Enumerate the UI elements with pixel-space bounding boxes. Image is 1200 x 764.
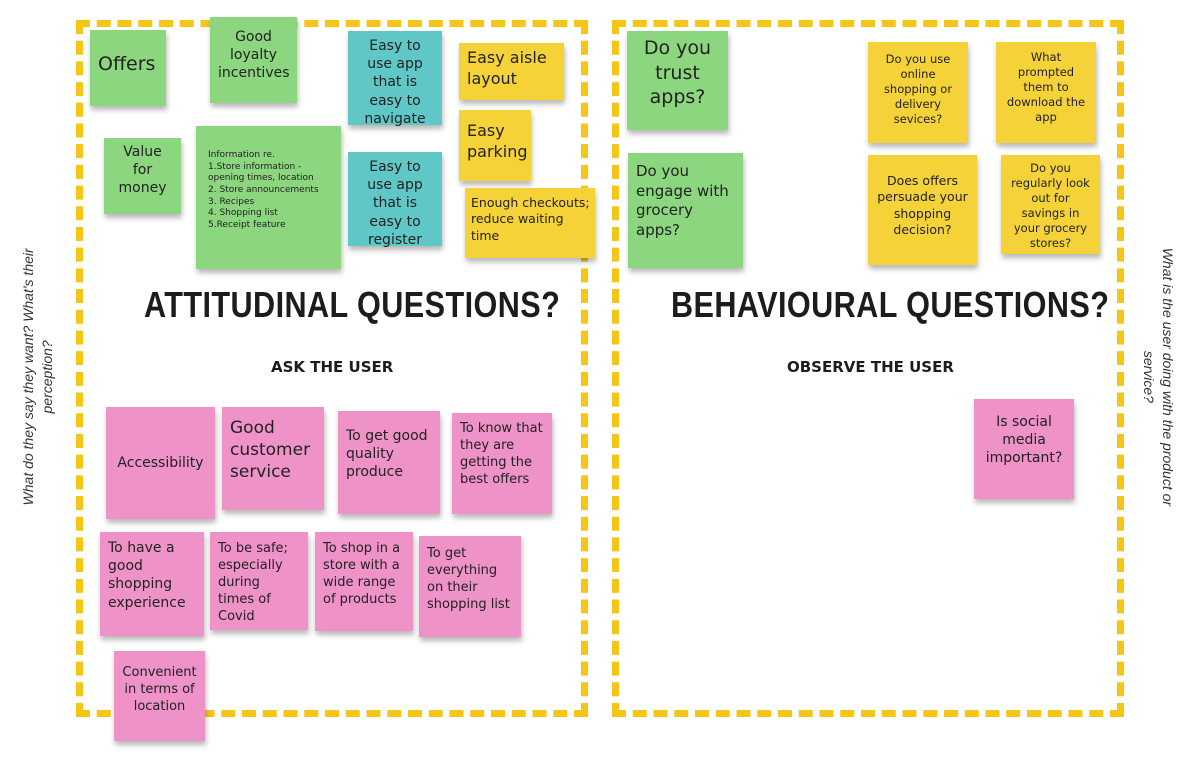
behavioural-side-label: What is the user doing with the product … [1141, 247, 1176, 507]
sticky-note-convenient-location[interactable]: Convenient in terms of location [114, 651, 205, 741]
sticky-note-look-for-savings[interactable]: Do you regularly look out for savings in… [1001, 155, 1100, 254]
sticky-note-wide-range[interactable]: To shop in a store with a wide range of … [315, 532, 413, 631]
attitudinal-side-label: What do they say they want? What's their… [20, 248, 55, 506]
behavioural-subheading: OBSERVE THE USER [787, 358, 954, 376]
sticky-note-information[interactable]: Information re. 1.Store information - op… [196, 126, 341, 269]
sticky-note-offers-persuade[interactable]: Does offers persuade your shopping decis… [868, 155, 977, 265]
sticky-note-easy-register[interactable]: Easy to use app that is easy to register [348, 152, 442, 248]
sticky-note-value-for-money[interactable]: Value for money [104, 138, 181, 214]
sticky-note-parking[interactable]: Easy parking [459, 110, 531, 181]
attitudinal-frame [76, 20, 588, 717]
sticky-note-safe-covid[interactable]: To be safe; especially during times of C… [210, 532, 308, 630]
sticky-note-quality-produce[interactable]: To get good quality produce [338, 411, 440, 514]
sticky-note-easy-navigate[interactable]: Easy to use app that is easy to navigate [348, 31, 442, 127]
sticky-note-shopping-list[interactable]: To get everything on their shopping list [419, 536, 521, 637]
sticky-note-offers[interactable]: Offers [90, 30, 166, 106]
behavioural-heading: BEHAVIOURAL QUESTIONS? [671, 284, 1110, 325]
attitudinal-heading: ATTITUDINAL QUESTIONS? [144, 284, 561, 325]
sticky-note-best-offers[interactable]: To know that they are getting the best o… [452, 413, 552, 514]
sticky-note-accessibility[interactable]: Accessibility [106, 407, 215, 519]
sticky-note-checkouts[interactable]: Enough checkouts; reduce waiting time [465, 188, 595, 258]
behavioural-frame [612, 20, 1124, 717]
sticky-note-trust-apps[interactable]: Do you trust apps? [627, 31, 728, 130]
sticky-note-social-media[interactable]: Is social media important? [974, 399, 1074, 499]
sticky-note-shopping-experience[interactable]: To have a good shopping experience [100, 532, 204, 636]
attitudinal-subheading: ASK THE USER [271, 358, 394, 376]
sticky-note-online-shopping[interactable]: Do you use online shopping or delivery s… [868, 42, 968, 143]
sticky-note-loyalty[interactable]: Good loyalty incentives [210, 17, 297, 103]
sticky-note-prompted-download[interactable]: What prompted them to download the app [996, 42, 1096, 143]
sticky-note-aisle-layout[interactable]: Easy aisle layout [459, 43, 564, 100]
sticky-note-engage-grocery-apps[interactable]: Do you engage with grocery apps? [628, 153, 743, 268]
sticky-note-customer-service[interactable]: Good customer service [222, 407, 324, 510]
